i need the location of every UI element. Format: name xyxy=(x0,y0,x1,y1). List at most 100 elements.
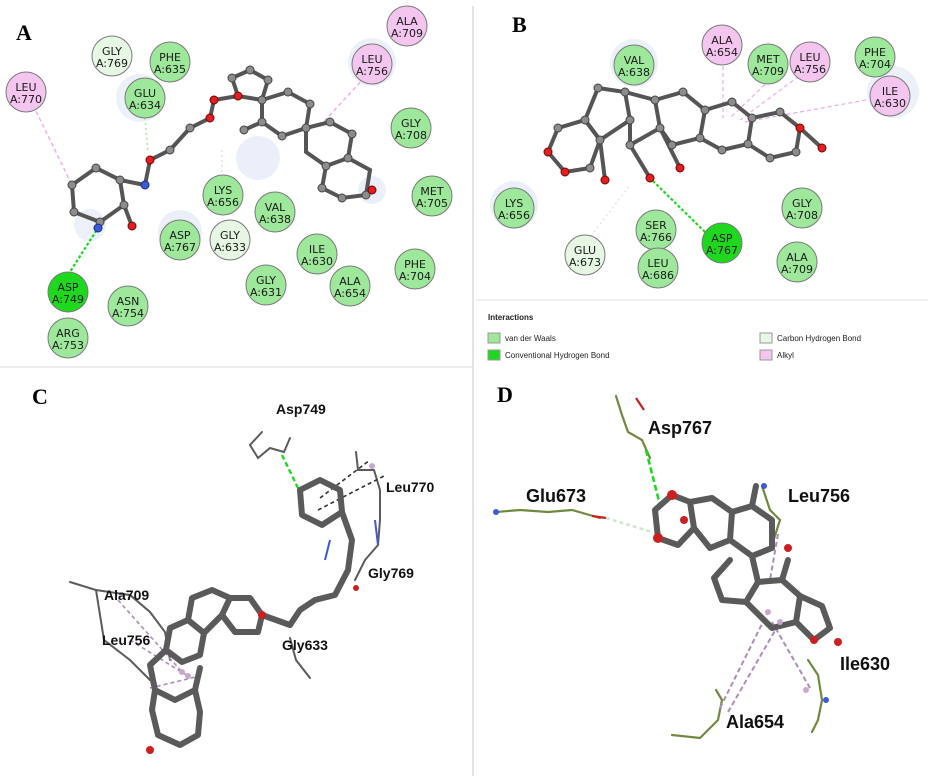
panel-a-residue-number: A:654 xyxy=(334,287,366,300)
panel-a-residue-name: MET xyxy=(420,185,443,198)
panel-a-residue-disc xyxy=(254,191,296,233)
panel-c-nitrogen-sticks xyxy=(324,519,379,561)
legend-title: Interactions xyxy=(488,313,534,322)
panel-a-ligand-atoms xyxy=(67,65,377,233)
panel-b-residue-number: A:654 xyxy=(706,46,738,59)
panel-a-residue-number: A:770 xyxy=(10,93,42,106)
legend-label-alkyl: Alkyl xyxy=(777,351,794,360)
panel-a-residue-number: A:638 xyxy=(259,213,291,226)
panel-b-residue-name: SER xyxy=(645,219,667,232)
panel-a-residue-name: GLY xyxy=(220,229,240,242)
panel-a-residue-disc xyxy=(386,5,428,47)
panel-b-residue-disc xyxy=(493,187,535,229)
panel-a-residue-name: ALA xyxy=(339,275,361,288)
panel-a-residue-number: A:656 xyxy=(207,196,239,209)
panel-d-centroids xyxy=(765,609,809,693)
panel-a-residue-number: A:631 xyxy=(250,286,282,299)
panel-d-3d-binding-pose: Asp767 Glu673 Leu756 Ile630 Ala654 xyxy=(493,394,890,740)
panel-b-residue-disc xyxy=(854,36,896,78)
panel-a-residue-name: ALA xyxy=(396,15,418,28)
panel-a-residue-number: A:704 xyxy=(399,270,431,283)
panel-a-residue-disc xyxy=(296,233,338,275)
panel-b-residue-number: A:766 xyxy=(640,231,672,244)
panel-a-residue-disc xyxy=(394,248,436,290)
legend-label-hbond: Conventional Hydrogen Bond xyxy=(505,351,610,360)
panel-b-residue-disc xyxy=(789,41,831,83)
panel-a-residue-number: A:756 xyxy=(356,65,388,78)
panel-a-residue-name: ILE xyxy=(309,243,325,256)
panel-a-residue-disc xyxy=(124,77,166,119)
panel-a-residue-number: A:709 xyxy=(391,27,423,40)
panel-d-label-ala654: Ala654 xyxy=(726,712,784,732)
panel-b-residue-disc xyxy=(613,44,655,86)
panel-c-ligand-sticks xyxy=(147,477,355,748)
panel-c-3d-binding-pose: Asp749 Leu770 Gly769 Ala709 Leu756 Gly63… xyxy=(69,401,434,754)
panel-label-a: A xyxy=(16,20,32,45)
panel-a-residue-disc xyxy=(47,317,89,359)
panel-b-residue-disc xyxy=(776,241,818,283)
panel-b-residue-name: LEU xyxy=(799,51,820,64)
panel-b-residue-name: ALA xyxy=(711,34,733,47)
panel-d-oxygen-sticks xyxy=(591,397,645,520)
legend-swatch-ch-bond xyxy=(759,332,773,344)
legend-swatch-alkyl xyxy=(759,349,773,361)
panel-a-residue-name: LEU xyxy=(361,53,382,66)
panel-label-b: B xyxy=(512,12,527,37)
panel-c-interaction-lines xyxy=(117,454,385,689)
panel-a-residue-number: A:705 xyxy=(416,197,448,210)
panel-b-residue-disc xyxy=(869,75,911,117)
panel-c-label-leu756: Leu756 xyxy=(102,632,150,648)
panel-b-residue-name: GLU xyxy=(574,244,596,257)
panel-b-residue-number: A:704 xyxy=(859,58,891,71)
panel-a-residue-disc xyxy=(329,265,371,307)
legend-label-ch-bond: Carbon Hydrogen Bond xyxy=(777,334,861,343)
panel-a-residue-number: A:633 xyxy=(214,241,246,254)
panel-d-ligand-sticks xyxy=(652,483,833,643)
panel-b-2d-interaction-map: VALA:638ALAA:654META:709LEUA:756PHEA:704… xyxy=(490,24,919,289)
panel-b-residue-number: A:767 xyxy=(706,244,738,257)
panel-b-residue-disc xyxy=(701,24,743,66)
panel-a-residue-number: A:769 xyxy=(96,57,128,70)
panel-b-residue-name: LYS xyxy=(505,197,523,210)
panel-a-residue-disc xyxy=(149,41,191,83)
panel-b-residue-name: VAL xyxy=(624,54,645,67)
panel-a-residue-number: A:708 xyxy=(395,129,427,142)
panel-a-residue-number: A:767 xyxy=(164,241,196,254)
panel-a-residue-disc xyxy=(411,175,453,217)
legend-swatch-hbond xyxy=(487,349,501,361)
panel-a-residue-disc xyxy=(351,43,393,85)
panel-c-label-gly769: Gly769 xyxy=(368,565,414,581)
panel-b-residue-disc xyxy=(637,247,679,289)
panel-d-interaction-lines xyxy=(605,449,811,713)
panel-b-residue-disc xyxy=(564,234,606,276)
panel-a-residue-name: GLY xyxy=(256,274,276,287)
panel-a-residue-disc xyxy=(245,264,287,306)
panel-b-residue-number: A:708 xyxy=(786,209,818,222)
panel-a-residue-name: ASN xyxy=(117,295,140,308)
panel-d-nitrogen-atoms xyxy=(493,483,829,703)
panel-b-residue-number: A:756 xyxy=(794,63,826,76)
panel-a-residue-number: A:754 xyxy=(112,307,144,320)
panel-a-residue-disc xyxy=(5,71,47,113)
panel-a-residue-disc xyxy=(47,271,89,313)
panel-b-residue-number: A:709 xyxy=(752,65,784,78)
panel-a-residue-name: GLY xyxy=(401,117,421,130)
